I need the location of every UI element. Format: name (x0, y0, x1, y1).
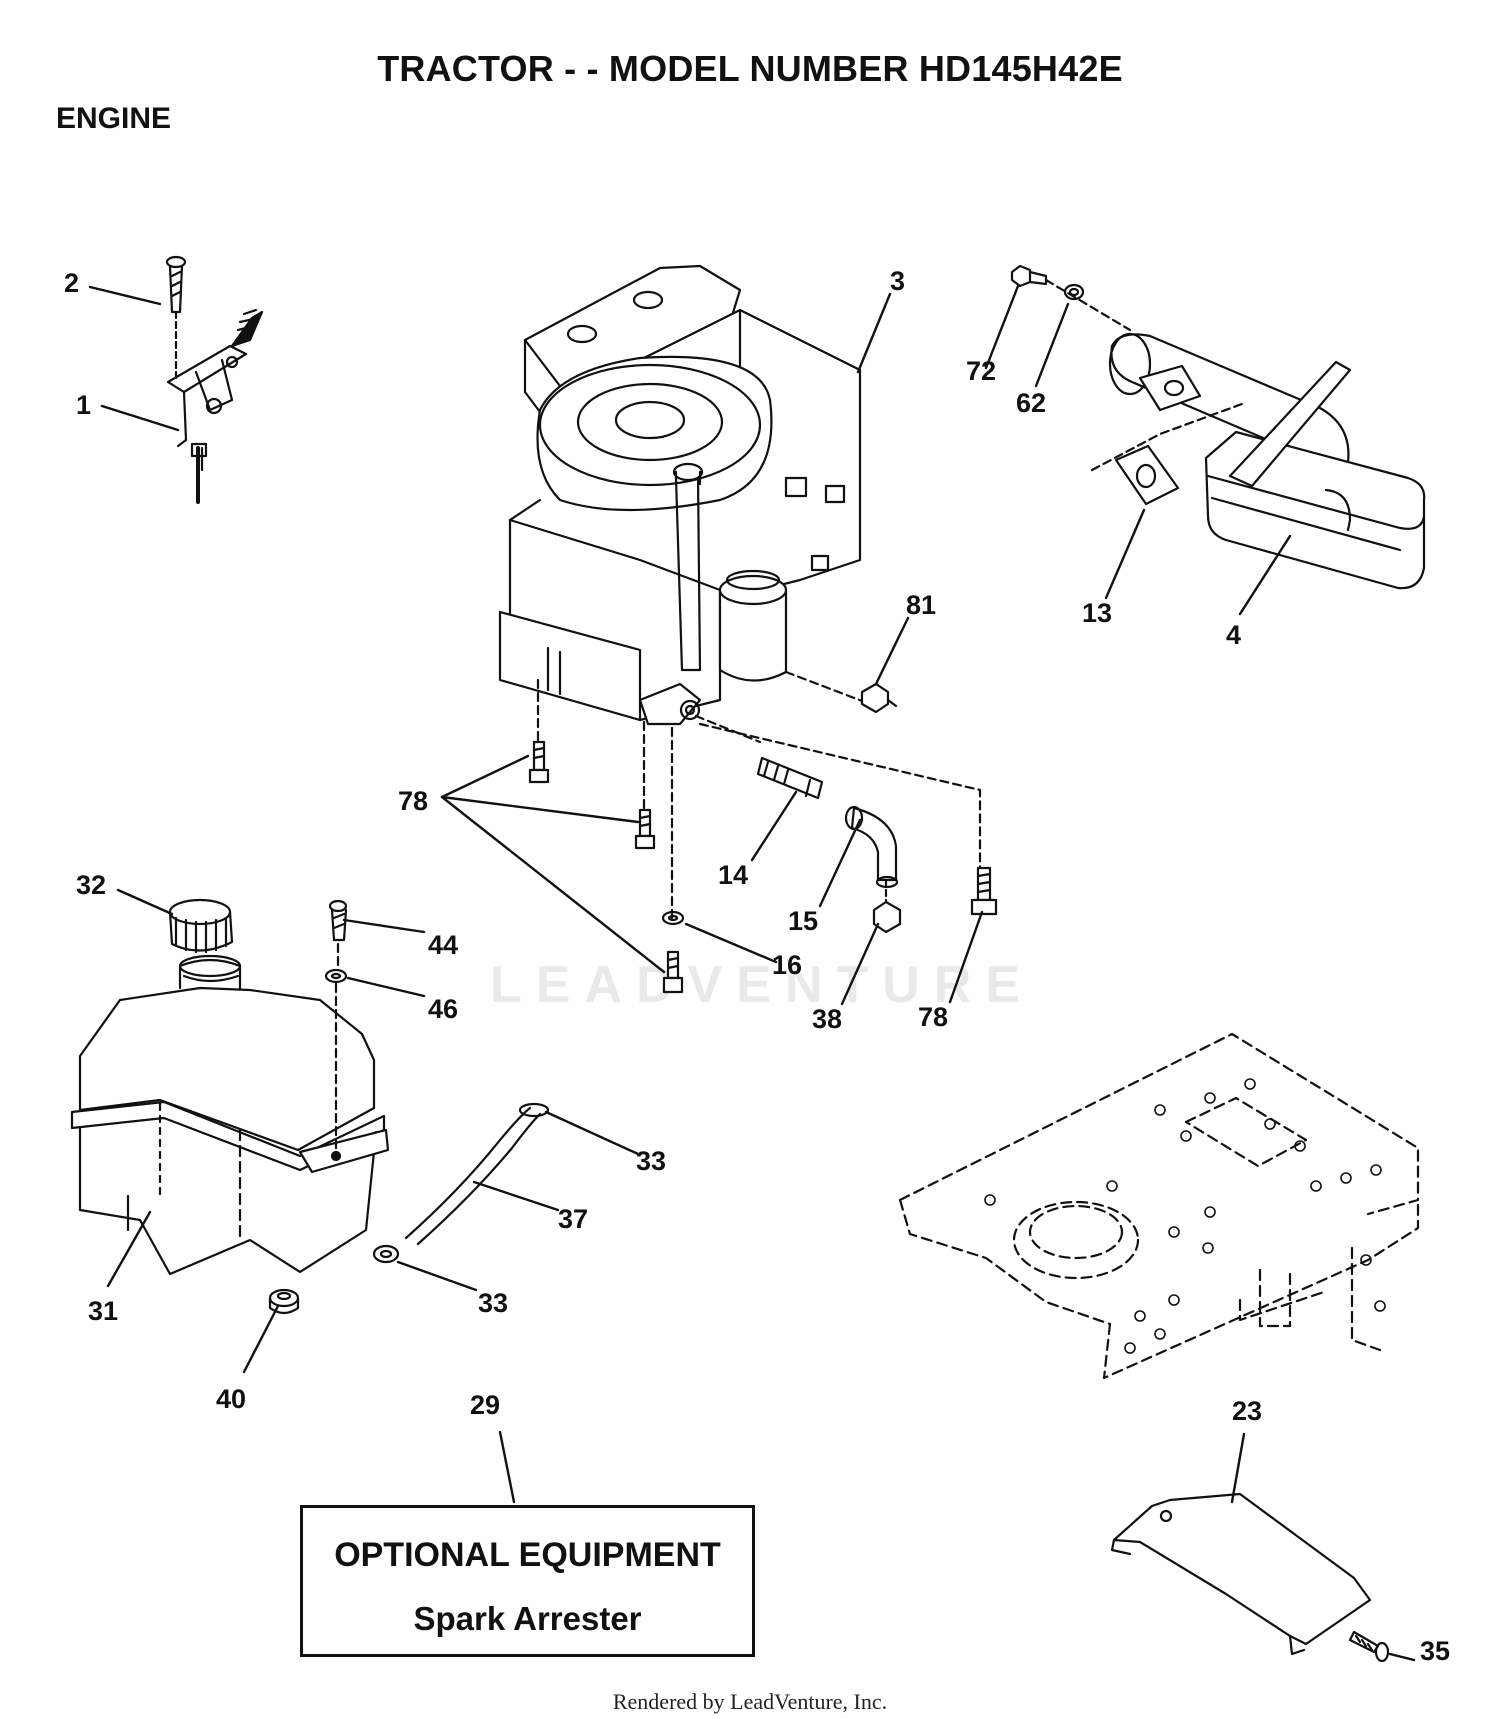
optional-equipment-item: Spark Arrester (413, 1600, 642, 1637)
callout-13: 13 (1082, 598, 1113, 628)
muffler-drawing (1010, 264, 1426, 590)
engine-hardware-drawing (528, 670, 998, 994)
callout-31: 31 (88, 1296, 119, 1326)
callout-81: 81 (906, 590, 937, 620)
callout-46: 46 (428, 994, 459, 1024)
callout-4: 4 (1226, 620, 1242, 650)
diagram-title: TRACTOR - - MODEL NUMBER HD145H42E (377, 48, 1123, 89)
callout-78-upper: 78 (398, 786, 429, 816)
callout-38: 38 (812, 1004, 843, 1034)
callout-35: 35 (1420, 1636, 1451, 1666)
engine-drawing (498, 264, 862, 726)
heat-shield-drawing (1110, 1492, 1390, 1663)
footer-credit: Rendered by LeadVenture, Inc. (612, 1689, 888, 1714)
fuel-tank-drawing (70, 898, 550, 1315)
callout-33-upper: 33 (636, 1146, 667, 1176)
callout-23: 23 (1232, 1396, 1263, 1426)
callout-1: 1 (76, 390, 92, 420)
callout-15: 15 (788, 906, 819, 936)
optional-equipment-box (300, 1505, 755, 1657)
throttle-control-drawing (165, 255, 264, 504)
section-label: ENGINE (56, 102, 172, 135)
callout-32: 32 (76, 870, 107, 900)
callout-44: 44 (428, 930, 459, 960)
frame-drawing (898, 1032, 1420, 1380)
watermark-text: LEADVENTURE (490, 956, 1035, 1014)
optional-equipment-title: OPTIONAL EQUIPMENT (334, 1536, 721, 1574)
callout-62: 62 (1016, 388, 1047, 418)
callout-29: 29 (470, 1390, 501, 1420)
callout-72: 72 (966, 356, 997, 386)
frame-holes (984, 1078, 1386, 1354)
callout-78-right: 78 (918, 1002, 949, 1032)
callout-leaders (88, 284, 1416, 1662)
callout-37: 37 (558, 1204, 589, 1234)
callout-3: 3 (890, 266, 906, 296)
callout-33-lower: 33 (478, 1288, 509, 1318)
callout-14: 14 (718, 860, 749, 890)
callout-2: 2 (64, 268, 80, 298)
callout-40: 40 (216, 1384, 247, 1414)
callout-16: 16 (772, 950, 803, 980)
